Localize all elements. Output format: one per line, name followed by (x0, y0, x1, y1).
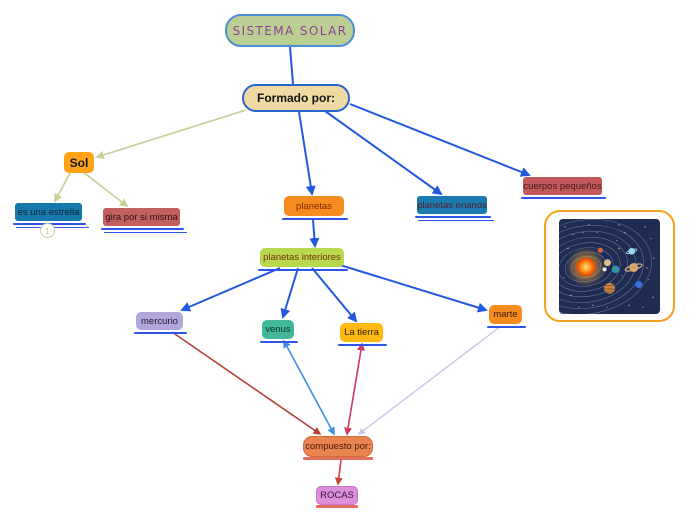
node-underline-2 (104, 231, 187, 233)
node-underline (260, 340, 298, 343)
planet-saturn (624, 262, 643, 272)
edge-la-tierra--compuesto-por (344, 342, 365, 436)
connection-count-badge[interactable]: 1 (40, 223, 55, 238)
solar-system-illustration (559, 218, 660, 314)
planet-jupiter (604, 282, 615, 294)
node-label: gira por si misma (105, 211, 178, 223)
node-underline (134, 331, 187, 334)
node-sol[interactable]: Sol (64, 152, 94, 173)
node-underline (521, 196, 606, 199)
node-venus[interactable]: venus (260, 320, 298, 343)
node-sistema-solar[interactable]: SISTEMA SOLAR (225, 14, 355, 47)
node-underline (338, 343, 387, 346)
node-label: cuerpos pequeños (523, 180, 602, 192)
solar-system-figure[interactable] (544, 210, 675, 322)
node-label: venus (265, 324, 291, 335)
edge-sol--es-una-estrella (54, 172, 71, 203)
node-compuesto-por[interactable]: compuesto por: (303, 436, 373, 460)
node-label: mercurio (141, 315, 178, 327)
node-label: La tierra (344, 327, 379, 338)
planet-earth (611, 265, 620, 273)
node-label: planetas enanos (417, 199, 487, 211)
edge-sol--gira-por-si-misma (82, 171, 129, 208)
edge-mercurio--compuesto-por (171, 331, 322, 435)
node-underline (487, 325, 526, 328)
node-la-tierra[interactable]: La tierra (338, 323, 387, 346)
node-label: ROCAS (320, 490, 354, 501)
edge-planetas--planetas-interiores (309, 219, 320, 248)
node-label: SISTEMA SOLAR (232, 23, 348, 38)
node-gira-por-si-misma[interactable]: gira por si misma (101, 208, 187, 233)
node-label: Formado por: (257, 91, 335, 105)
node-planetas-interiores[interactable]: planetas interiores (258, 248, 348, 271)
node-label: marte (493, 309, 518, 320)
node-underline (101, 227, 184, 230)
planet-mercury (604, 258, 611, 266)
node-cuerpos-pequenos[interactable]: cuerpos pequeños (521, 177, 606, 199)
edge-formado-por--cuerpos-pequenos (349, 103, 531, 177)
node-formado-por[interactable]: Formado por: (242, 84, 350, 112)
node-underline (258, 268, 348, 271)
moon (602, 266, 607, 271)
asteroid-dots (582, 231, 648, 269)
node-label: compuesto por: (305, 441, 371, 452)
node-underline (282, 217, 348, 220)
node-rocas[interactable]: ROCAS (316, 486, 358, 508)
edge-sistema-solar--formado-por (289, 46, 294, 85)
edge-formado-por--planetas-enanos (324, 110, 443, 196)
node-underline (316, 504, 358, 508)
node-label: es una estrella (17, 206, 80, 218)
edge-planetas-interiores--mercurio (180, 267, 281, 312)
node-underline (415, 215, 491, 218)
node-label: planetas (296, 200, 332, 212)
node-underline-2 (418, 219, 494, 221)
node-planetas[interactable]: planetas (282, 196, 348, 220)
edge-planetas-interiores--venus (280, 267, 299, 319)
edge-venus--compuesto-por (283, 339, 335, 436)
edge-formado-por--planetas (298, 111, 316, 196)
edge-formado-por--sol (95, 109, 247, 160)
badge-label: 1 (45, 225, 50, 236)
node-marte[interactable]: marte (487, 305, 526, 328)
node-mercurio[interactable]: mercurio (134, 312, 187, 334)
planet-neptune (635, 280, 643, 288)
edge-compuesto-por--rocas (334, 459, 343, 486)
edge-planetas-interiores--la-tierra (311, 267, 358, 323)
sun (576, 257, 596, 276)
node-es-una-estrella[interactable]: es una estrella (13, 203, 89, 228)
node-label: planetas interiores (263, 252, 341, 263)
node-planetas-enanos[interactable]: planetas enanos (415, 196, 494, 221)
edge-planetas-interiores--marte (339, 264, 488, 313)
node-label: Sol (69, 155, 89, 170)
planet-uranus (626, 247, 638, 255)
node-underline (303, 456, 373, 460)
edge-marte--compuesto-por (357, 325, 502, 435)
planet-mars (597, 247, 603, 253)
